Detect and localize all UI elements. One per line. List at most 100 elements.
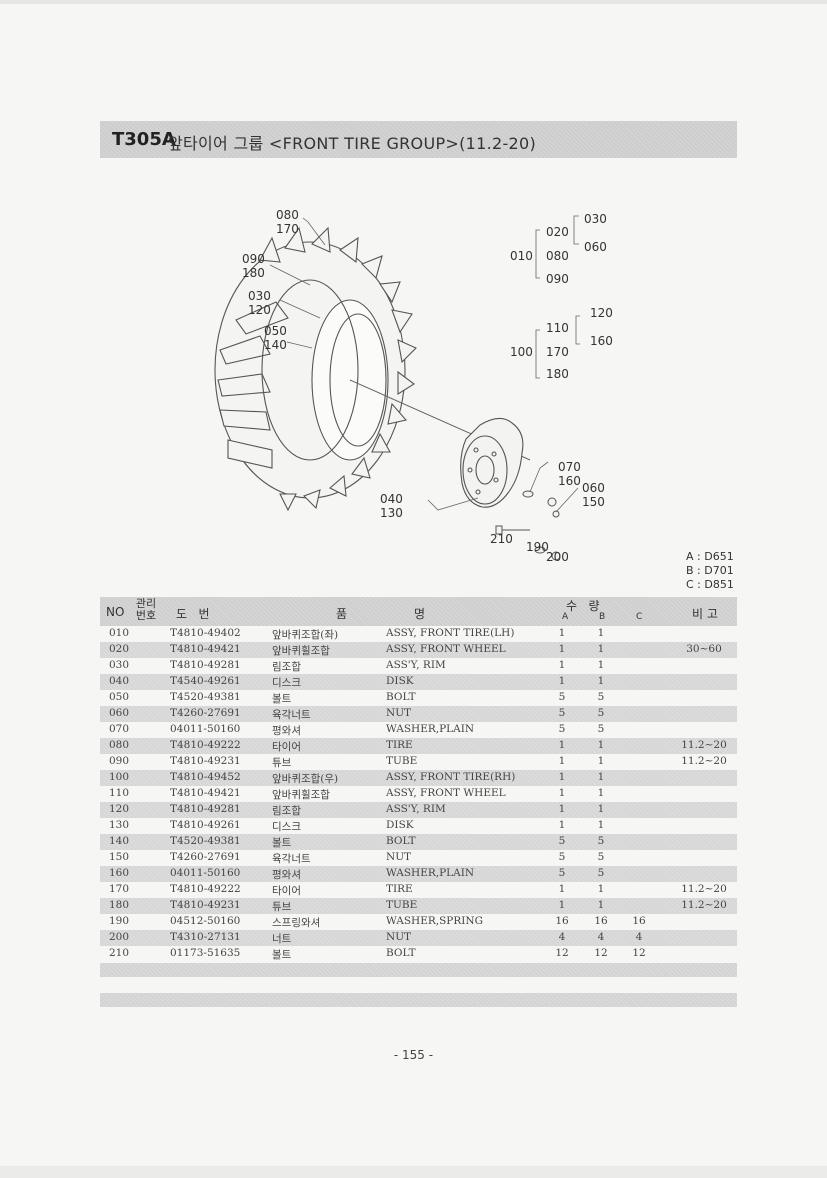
cell-a: 16 [555, 915, 569, 927]
cell-kor: 평와셔 [272, 869, 301, 881]
cell-no: 020 [109, 643, 130, 655]
cell-no: 090 [109, 755, 130, 767]
cell-b: 5 [597, 707, 605, 719]
cell-code: T4810-49222 [170, 883, 241, 895]
cell-code: T4260-27691 [170, 851, 241, 863]
cell-kor: 볼트 [272, 837, 292, 849]
cell-code: T4520-49381 [170, 835, 241, 847]
cell-a: 12 [555, 947, 569, 959]
cell-kor: 육각너트 [272, 709, 311, 721]
cell-b: 1 [597, 803, 605, 815]
cell-note: 11.2~20 [681, 883, 727, 895]
cell-code: T4810-49231 [170, 755, 241, 767]
cell-eng: BOLT [386, 947, 416, 959]
cell-b: 1 [597, 739, 605, 751]
cell-no: 100 [109, 771, 130, 783]
cell-kor: 볼트 [272, 949, 292, 961]
callout-190: 190 [526, 540, 549, 554]
header-qty-c: C [636, 612, 643, 622]
cell-code: 04011-50160 [170, 867, 241, 879]
cell-a: 1 [558, 803, 566, 815]
cell-kor: 평와셔 [272, 725, 301, 737]
cell-code: 04512-50160 [170, 915, 241, 927]
cell-a: 5 [558, 723, 566, 735]
callout-090-sub: 090 [546, 272, 569, 286]
cell-kor: 디스크 [272, 821, 301, 833]
cell-b: 1 [597, 755, 605, 767]
cell-kor: 타이어 [272, 741, 301, 753]
cell-eng: ASSY, FRONT WHEEL [386, 643, 506, 655]
cell-note: 11.2~20 [681, 739, 727, 751]
cell-no: 080 [109, 739, 130, 751]
cell-eng: WASHER,PLAIN [386, 723, 475, 735]
parts-table-header: NO 관리 번호 도 번 품 명 수 량 A B C 비 고 [100, 597, 737, 626]
cell-kor: 앞바퀴휠조합 [272, 789, 330, 801]
cell-no: 070 [109, 723, 130, 735]
model-legend-a: A : D651 [686, 550, 734, 563]
callout-100: 100 [510, 345, 533, 359]
cell-eng: TUBE [386, 755, 418, 767]
callout-020: 020 [546, 225, 569, 239]
header-drawing-no: 도 번 [176, 607, 210, 621]
cell-a: 5 [558, 835, 566, 847]
callout-090: 090 [242, 252, 265, 266]
cell-code: T4810-49421 [170, 787, 241, 799]
cell-a: 1 [558, 739, 566, 751]
cell-eng: ASSY, FRONT TIRE(RH) [386, 771, 516, 783]
cell-a: 4 [558, 931, 566, 943]
callout-130: 130 [380, 506, 403, 520]
cell-eng: TIRE [386, 883, 413, 895]
cell-no: 180 [109, 899, 130, 911]
callout-180-sub: 180 [546, 367, 569, 381]
cell-code: T4810-49222 [170, 739, 241, 751]
callout-060: 060 [582, 481, 605, 495]
cell-eng: NUT [386, 851, 412, 863]
cell-kor: 너트 [272, 933, 292, 945]
callout-170-sub: 170 [546, 345, 569, 359]
cell-kor: 튜브 [272, 757, 292, 769]
cell-eng: DISK [386, 819, 414, 831]
header-qty-a: A [562, 612, 569, 622]
callout-080-sub: 080 [546, 249, 569, 263]
model-legend-c: C : D851 [686, 578, 734, 591]
cell-b: 1 [597, 675, 605, 687]
cell-kor: 림조합 [272, 805, 301, 817]
cell-b: 5 [597, 723, 605, 735]
cell-note: 11.2~20 [681, 899, 727, 911]
cell-eng: BOLT [386, 835, 416, 847]
cell-a: 1 [558, 659, 566, 671]
cell-a: 1 [558, 883, 566, 895]
cell-eng: NUT [386, 707, 412, 719]
cell-note: 30~60 [686, 643, 722, 655]
cell-code: T4310-27131 [170, 931, 241, 943]
page-number: - 155 - [393, 1048, 434, 1062]
cell-code: 01173-51635 [170, 947, 241, 959]
table-footer-bar-2 [100, 993, 737, 1007]
section-title-bar: T305A 앞타이어 그룹 <FRONT TIRE GROUP>(11.2-20… [100, 121, 737, 158]
cell-b: 4 [597, 931, 605, 943]
cell-a: 1 [558, 675, 566, 687]
cell-code: T4810-49421 [170, 643, 241, 655]
cell-b: 5 [597, 691, 605, 703]
cell-no: 160 [109, 867, 130, 879]
cell-eng: ASSY, FRONT WHEEL [386, 787, 506, 799]
cell-kor: 림조합 [272, 661, 301, 673]
cell-kor: 타이어 [272, 885, 301, 897]
callout-030-sub: 030 [584, 212, 607, 226]
